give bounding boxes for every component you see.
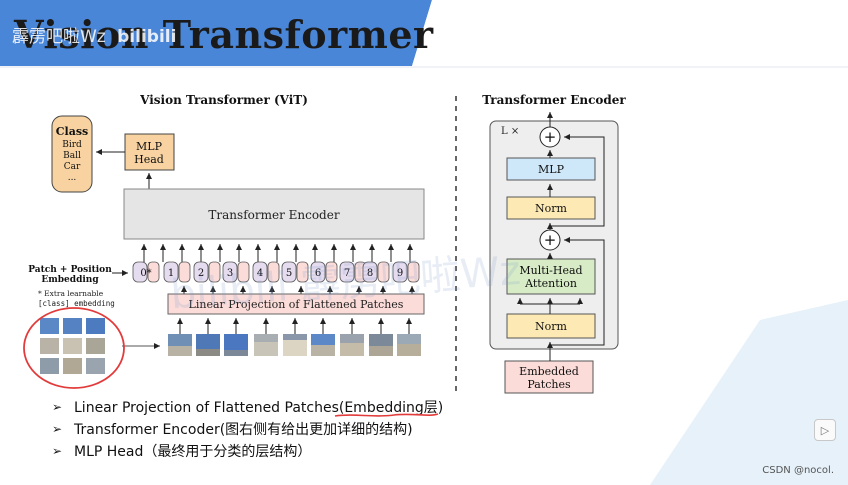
bullet-item-3: ➢ MLP Head（最终用于分类的层结构） (52, 440, 443, 462)
watermark-text: 霹雳吧啦Wz (12, 27, 106, 47)
bullet-text-3: MLP Head（最终用于分类的层结构） (74, 444, 312, 460)
detail-norm-lower (506, 313, 596, 339)
annotation-circle (23, 307, 125, 389)
bullet-list: ➢ Linear Projection of Flattened Patches… (52, 396, 443, 462)
bullet-item-2: ➢ Transformer Encoder(图右侧有给出更加详细的结构) (52, 418, 443, 440)
triangle-right-icon: ➢ (52, 444, 63, 458)
tokens: 0* 1 2 3 4 5 6 7 8 (132, 261, 420, 283)
class-item-ball: Ball (63, 151, 81, 161)
repeat-label: L × (501, 126, 519, 137)
token-1: 1 (168, 268, 174, 279)
class-item-more: ... (68, 173, 77, 183)
detail-mlp-box (506, 157, 596, 181)
slide-title: Vision Transformer (14, 12, 434, 57)
detail-norm-lower-label: Norm (535, 320, 568, 333)
bullet-item-1: ➢ Linear Projection of Flattened Patches… (52, 396, 443, 418)
token-3: 3 (227, 268, 233, 279)
note-line1: * Extra learnable (38, 289, 104, 298)
token-8: 8 (367, 268, 373, 279)
attention-line2: Attention (524, 277, 577, 290)
embedded-patches-box (504, 360, 594, 394)
detail-mlp-label: MLP (538, 163, 565, 176)
detail-heading: Transformer Encoder (482, 93, 626, 107)
class-box (51, 115, 93, 193)
embedded-line1: Embedded (519, 365, 579, 378)
embedded-line2: Patches (527, 378, 571, 391)
plus-top: + (544, 128, 557, 146)
play-square-icon[interactable]: ▷ (814, 419, 836, 441)
detail-norm-upper-label: Norm (535, 202, 568, 215)
mlp-head-line1: MLP (136, 140, 163, 153)
watermark-center-logo: bilibili (169, 264, 290, 319)
triangle-right-icon: ➢ (52, 400, 63, 414)
token-5: 5 (286, 268, 292, 279)
class-title: Class (56, 125, 88, 138)
token-7: 7 (344, 268, 350, 279)
class-item-car: Car (64, 162, 81, 172)
patch-images (168, 334, 421, 356)
footer-credit: CSDN @nocol. (762, 465, 834, 476)
projection-box (167, 293, 425, 315)
decor-triangle (650, 300, 848, 485)
attention-line1: Multi-Head (519, 264, 582, 277)
vit-heading: Vision Transformer (ViT) (139, 93, 308, 107)
token-9: 9 (397, 268, 403, 279)
embedding-label-line2: Embedding (41, 275, 99, 285)
token-arrows (141, 244, 413, 262)
embedding-label-line1: Patch + Position (28, 265, 112, 275)
annotation-underline (334, 413, 439, 417)
bullet-text-2: Transformer Encoder(图右侧有给出更加详细的结构) (74, 422, 413, 438)
triangle-right-icon: ➢ (52, 422, 63, 436)
patch-arrows (177, 318, 412, 334)
note-line2: [class] embedding (38, 299, 115, 308)
image-grid (40, 318, 105, 374)
vit-encoder-label: Transformer Encoder (208, 208, 339, 222)
watermark-logo: bilibili (117, 27, 177, 47)
token-4: 4 (257, 268, 263, 279)
skip-upper (549, 134, 605, 228)
token-0: 0* (140, 268, 151, 279)
watermark: 霹雳吧啦Wz bilibili (12, 22, 176, 47)
token-2: 2 (198, 268, 204, 279)
mlp-head-line2: Head (134, 153, 164, 166)
projection-label: Linear Projection of Flattened Patches (189, 298, 404, 311)
detail-norm-upper (506, 196, 596, 220)
title-banner (0, 0, 848, 68)
token-6: 6 (315, 268, 321, 279)
bullet-text-1: Linear Projection of Flattened Patches(E… (74, 400, 444, 416)
detail-attention-box (506, 258, 596, 295)
class-item-bird: Bird (62, 140, 82, 150)
plus-middle: + (544, 231, 557, 249)
projection-arrows (181, 286, 415, 294)
vit-encoder-box (123, 188, 425, 240)
